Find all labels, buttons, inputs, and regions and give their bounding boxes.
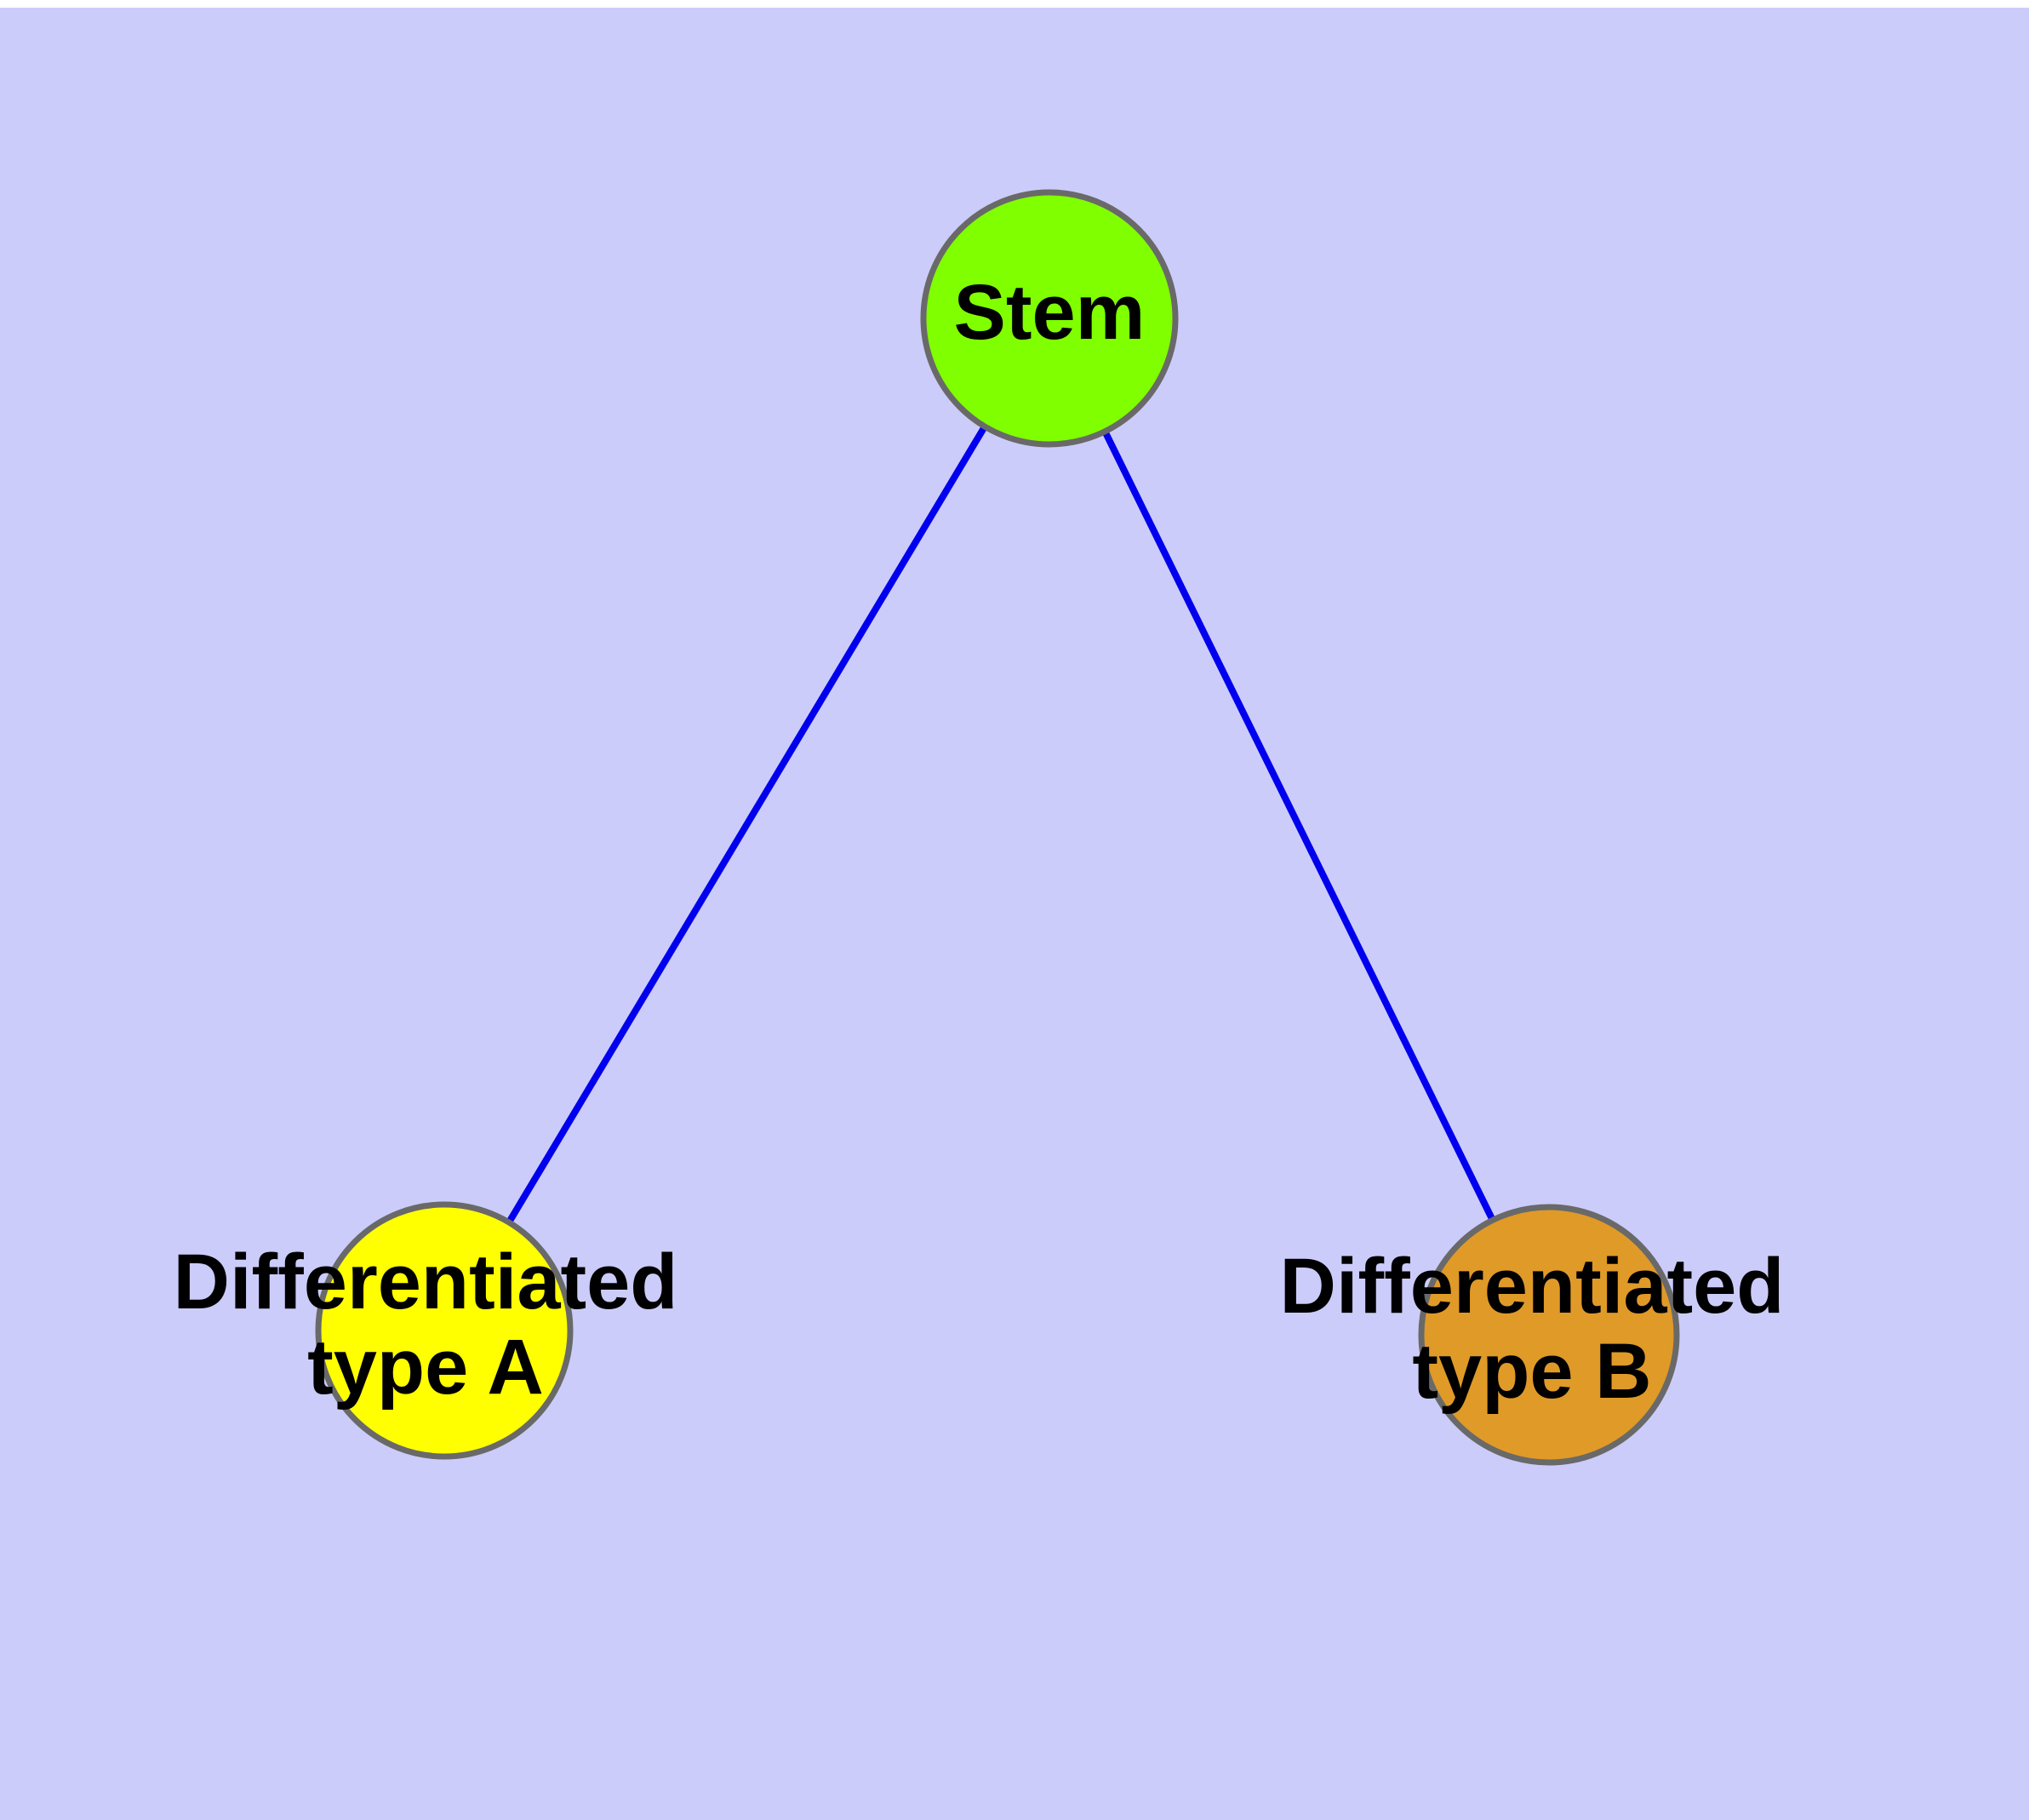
- node-diff-b-circle[interactable]: [1418, 1204, 1680, 1466]
- node-label-stem: Stem: [954, 269, 1146, 356]
- node-layer: [315, 189, 1680, 1466]
- edge-layer: [503, 420, 1499, 1229]
- node-label-line: Differentiated: [1280, 1243, 1785, 1330]
- edge-stem-to-diff-b[interactable]: [1100, 425, 1499, 1227]
- node-diff-a[interactable]: [315, 1201, 574, 1460]
- node-label-line: Differentiated: [174, 1239, 678, 1325]
- edge-stem-to-diff-a[interactable]: [503, 420, 991, 1229]
- node-diff-b[interactable]: [1418, 1204, 1680, 1466]
- node-stem-circle[interactable]: [920, 189, 1179, 448]
- node-stem[interactable]: [920, 189, 1179, 448]
- node-label-line: type A: [307, 1324, 544, 1411]
- node-label-line: Stem: [954, 269, 1146, 356]
- node-diff-a-circle[interactable]: [315, 1201, 574, 1460]
- node-label-line: type B: [1412, 1328, 1651, 1415]
